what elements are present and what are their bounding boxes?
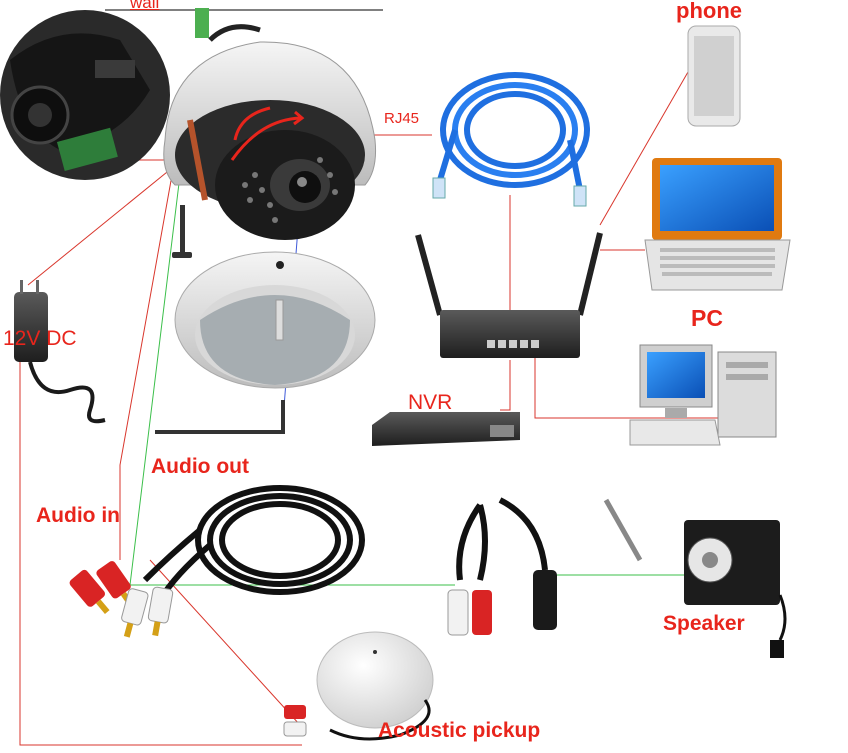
camera-detail-closeup xyxy=(0,10,170,180)
phone-label: phone xyxy=(676,0,742,23)
connection-lines xyxy=(19,9,720,746)
power-12v-dc-label: 12V DC xyxy=(3,327,77,350)
router xyxy=(415,232,603,358)
router-to-phone xyxy=(599,71,689,226)
audio-out-label: Audio out xyxy=(151,455,249,478)
speaker-label: Speaker xyxy=(663,612,745,635)
laptop xyxy=(644,158,791,291)
nvr-label: NVR xyxy=(408,391,453,414)
acoustic-pickup-label: Acoustic pickup xyxy=(378,719,541,742)
acoustic-pickup xyxy=(283,631,434,741)
hex-key xyxy=(155,400,285,434)
speaker xyxy=(603,498,787,658)
wall-label: wall xyxy=(130,0,160,12)
dome-camera xyxy=(163,8,376,258)
phone xyxy=(687,25,741,127)
power-wire xyxy=(27,167,173,286)
dc-return-wire xyxy=(19,360,302,746)
ethernet-cable xyxy=(432,72,590,207)
router-to-pc xyxy=(534,355,720,419)
audio-in-wire xyxy=(119,174,173,560)
av-cable-coil xyxy=(142,485,365,602)
audio-in-label: Audio in xyxy=(36,504,120,527)
dome-cover xyxy=(174,251,376,389)
pickup-wire xyxy=(149,559,301,726)
rca-plugs-left xyxy=(69,561,174,638)
desktop-pc xyxy=(629,344,777,446)
power-adapter xyxy=(14,280,106,424)
y-splitter-cable xyxy=(447,497,557,636)
nvr xyxy=(372,412,520,446)
pc-label: PC xyxy=(691,305,723,331)
router-to-nvr xyxy=(500,360,511,411)
rj45-label: RJ45 xyxy=(384,110,420,127)
